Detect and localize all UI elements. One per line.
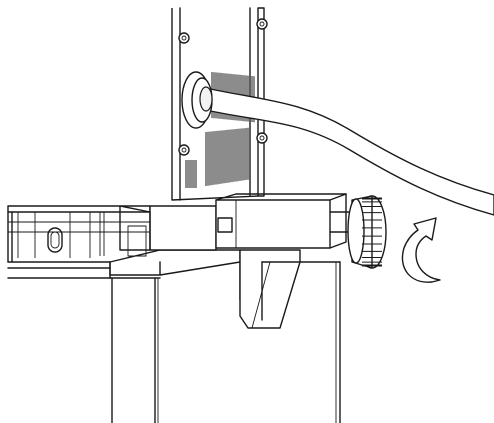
clamp-block (119, 193, 353, 257)
power-cable (205, 87, 494, 216)
knurled-knob (347, 195, 387, 269)
cable-grommet (181, 71, 213, 129)
screw-icon (178, 18, 268, 156)
support-bracket (239, 249, 301, 329)
rotation-arrow-icon (401, 217, 441, 283)
